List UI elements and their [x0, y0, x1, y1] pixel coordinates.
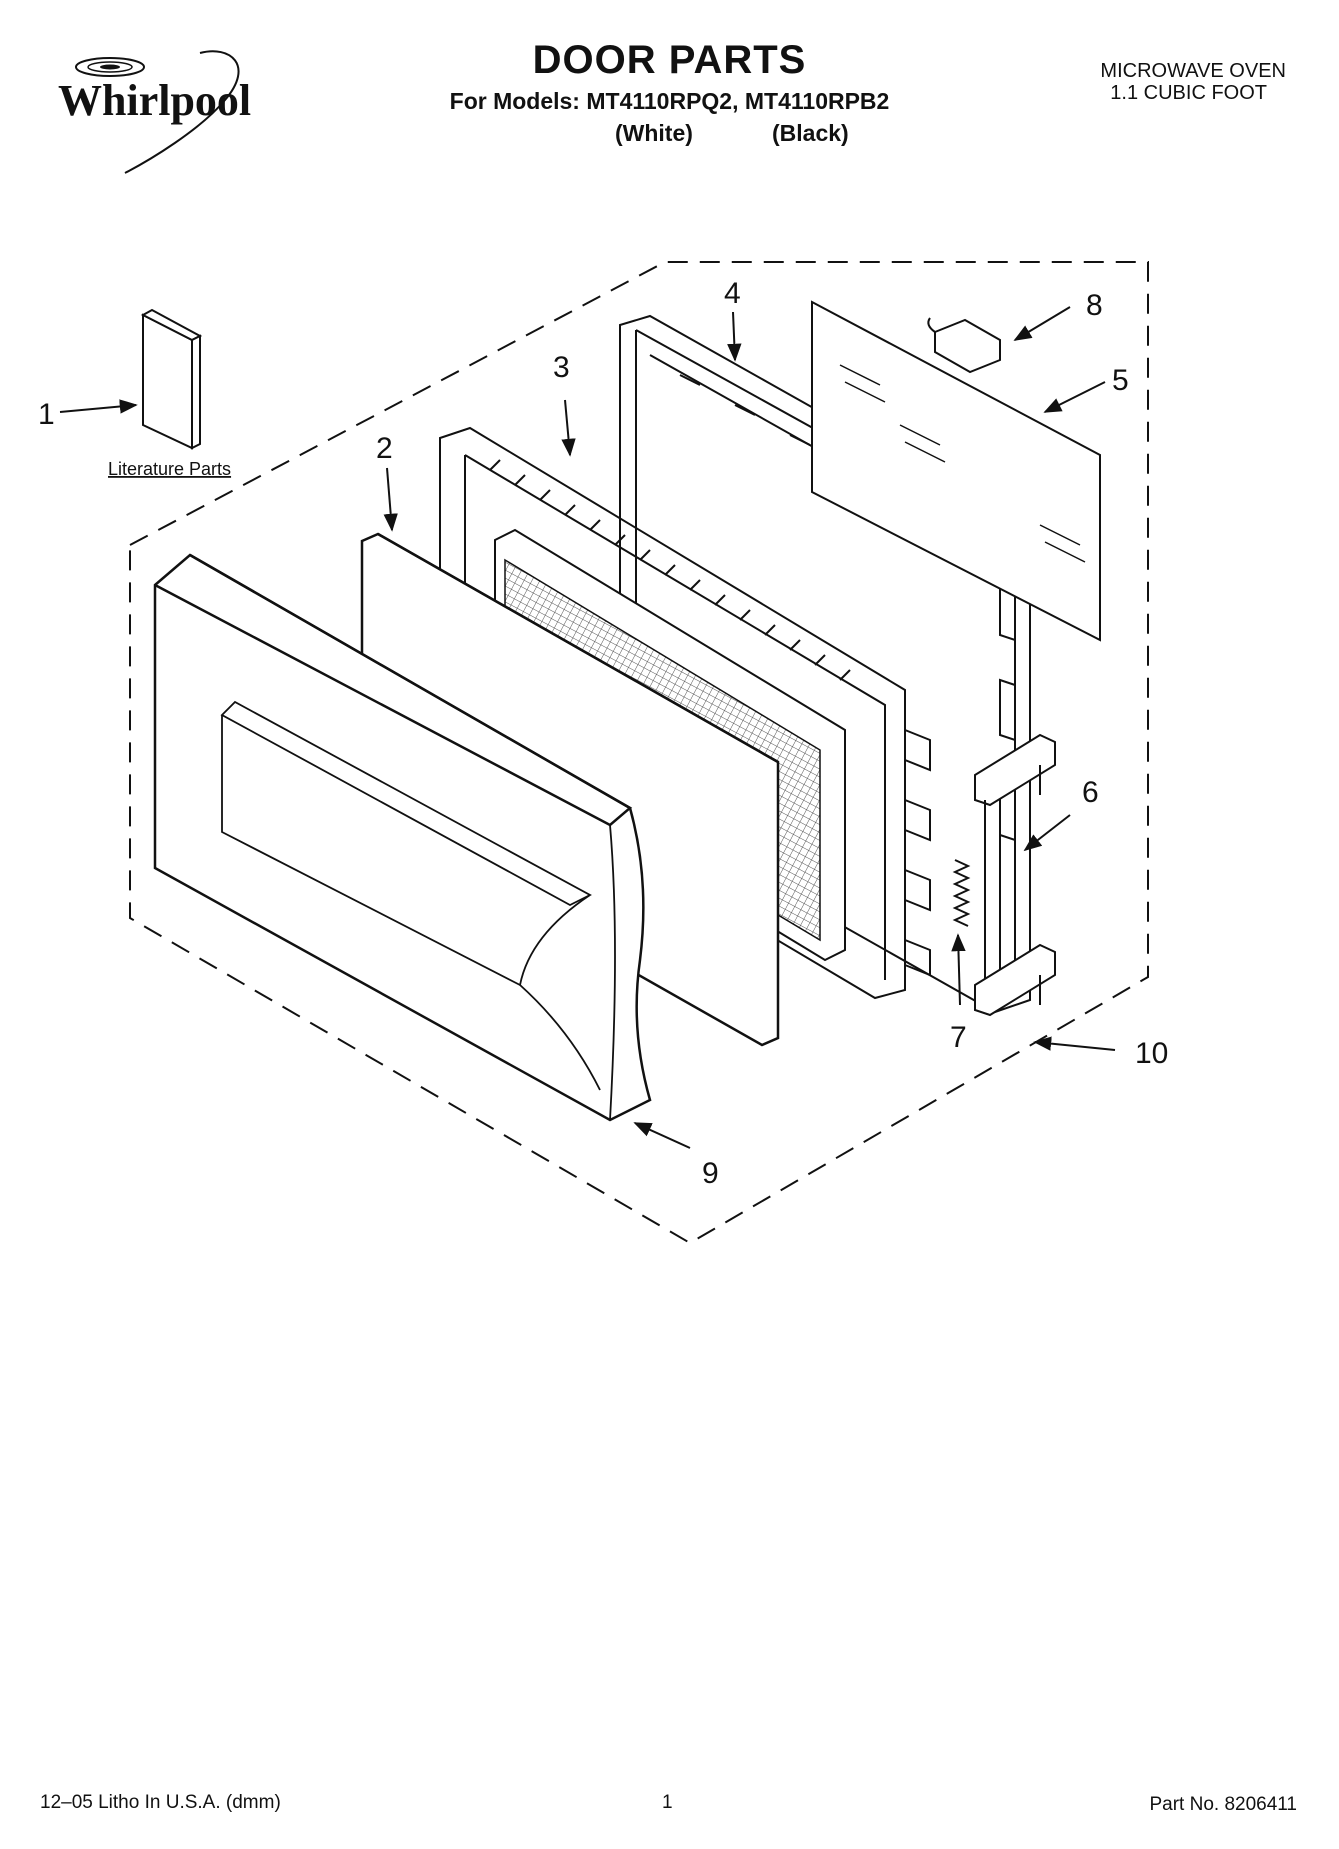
door-latch	[974, 733, 1056, 1017]
product-capacity: 1.1 CUBIC FOOT	[1110, 82, 1267, 104]
part-number: Part No. 8206411	[1149, 1794, 1297, 1815]
callout-8: 8	[1086, 289, 1103, 322]
latch-spring	[952, 859, 971, 927]
callout-6: 6	[1082, 776, 1099, 809]
models-line: For Models: MT4110RPQ2, MT4110RPB2	[449, 88, 890, 114]
product-type: MICROWAVE OVEN	[1100, 60, 1286, 82]
callout-3: 3	[553, 351, 570, 384]
variant-white: (White)	[615, 120, 693, 146]
page-number: 1	[662, 1792, 673, 1813]
variant-black: (Black)	[772, 120, 849, 146]
assembly-boundary	[129, 261, 1149, 1245]
callout-leaders	[59, 306, 1116, 1149]
glass-panel	[811, 300, 1101, 642]
print-info: 12–05 Litho In U.S.A. (dmm)	[40, 1792, 281, 1813]
callout-numbers: 1 2 3 4 5 6 7 8 9 10	[38, 277, 1168, 1190]
callout-4: 4	[724, 277, 741, 310]
callout-1: 1	[38, 398, 55, 431]
callout-5: 5	[1112, 364, 1129, 397]
callout-9: 9	[702, 1157, 719, 1190]
hinge-clip	[927, 317, 1001, 374]
brand-wordmark: Whirlpool	[58, 76, 251, 125]
callout-7: 7	[950, 1021, 967, 1054]
callout-10: 10	[1135, 1037, 1168, 1070]
callout-2: 2	[376, 432, 393, 465]
page-title: DOOR PARTS	[532, 38, 807, 82]
whirlpool-logo: Whirlpool	[58, 50, 251, 174]
literature-parts-label: Literature Parts	[108, 459, 231, 479]
literature-booklet	[140, 308, 203, 450]
door-front	[153, 553, 652, 1122]
